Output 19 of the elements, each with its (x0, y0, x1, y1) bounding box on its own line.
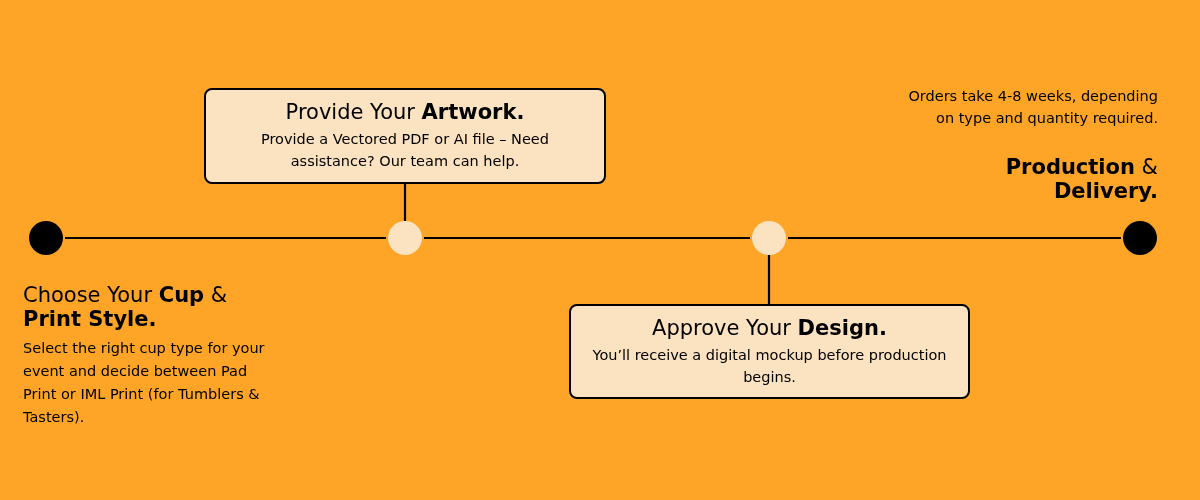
step-heading: Production & Delivery. (1004, 155, 1158, 203)
connector-line (788, 236, 1121, 240)
connector-line (403, 184, 407, 221)
timeline-dot (29, 221, 63, 255)
timeline-dot (1123, 221, 1157, 255)
step-description: Select the right cup type for your event and decide between Pad Print or IML Print (for Tumblers & Tasters). (23, 339, 266, 427)
step-description: Provide a Vectored PDF or AI file – Need assistance? Our team can help. (260, 130, 550, 171)
connector-line (767, 255, 771, 304)
step-heading: Provide Your Artwork. (285, 99, 525, 126)
connector-line (424, 236, 750, 240)
step-heading: Choose Your Cup & Print Style. (23, 283, 229, 331)
timeline-dot (752, 221, 786, 255)
step-description: You’ll receive a digital mockup before production begins. (591, 346, 948, 387)
step-heading: Approve Your Design. (652, 315, 887, 342)
step-description: Orders take 4-8 weeks, depending on type and quantity required. (907, 87, 1158, 128)
connector-line (65, 236, 386, 240)
timeline-dot (388, 221, 422, 255)
step-card (204, 88, 606, 184)
step-card (569, 304, 970, 399)
